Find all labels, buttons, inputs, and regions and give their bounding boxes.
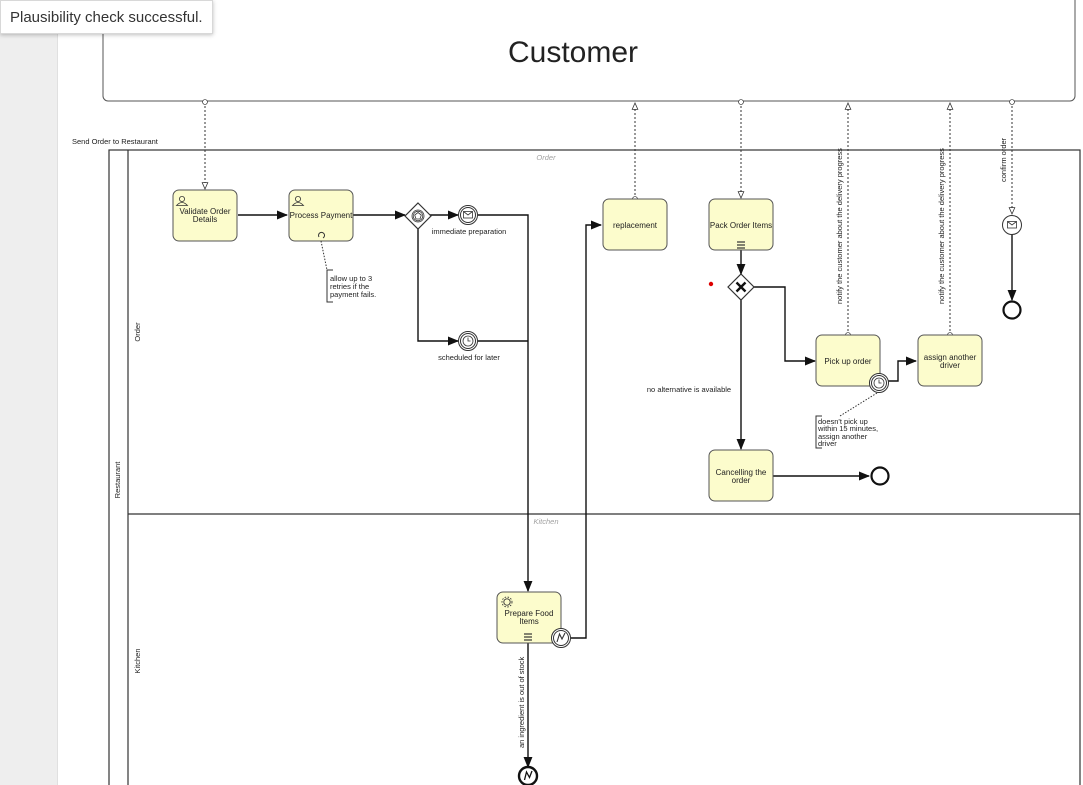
task-assign-another-driver[interactable] xyxy=(917,334,983,387)
lane-kitchen-watermark: Kitchen xyxy=(533,517,558,526)
lane-kitchen-label: Kitchen xyxy=(133,648,142,673)
no-alternative-label: no alternative is available xyxy=(647,385,731,394)
red-marker-dot xyxy=(708,281,714,287)
lane-order-label: Order xyxy=(133,322,142,342)
annotation-retries-2: retries if the xyxy=(330,282,369,291)
scheduled-for-later-label: scheduled for later xyxy=(438,353,500,362)
task-pick-up-order[interactable] xyxy=(815,334,881,387)
task-pack-order-items[interactable] xyxy=(708,198,774,251)
message-flow-label-notify-1: notify the customer about the delivery p… xyxy=(835,148,844,304)
task-validate-order[interactable] xyxy=(172,189,238,242)
task-payment-label: Process Payment xyxy=(290,211,353,220)
annotation-timeout-2: within 15 minutes, xyxy=(817,424,878,433)
boundary-timer-event[interactable] xyxy=(869,373,889,393)
task-validate-label-2: Details xyxy=(193,215,217,224)
customer-pool[interactable] xyxy=(102,0,1076,102)
message-flow-label-notify-2: notify the customer about the delivery p… xyxy=(937,148,946,304)
message-catch-event-confirm[interactable] xyxy=(1002,215,1022,235)
left-sidebar xyxy=(0,0,58,785)
annotation-retries-1: allow up to 3 xyxy=(330,274,372,283)
out-of-stock-label: an ingredient is out of stock xyxy=(517,656,526,748)
annotation-timeout-3: assign another xyxy=(818,432,868,441)
user-icon xyxy=(175,195,305,206)
plausibility-toast: Plausibility check successful. xyxy=(0,0,213,34)
annotation-timeout-4: driver xyxy=(818,439,837,448)
end-event-confirm[interactable] xyxy=(1002,300,1022,320)
multi-instance-marker-icon xyxy=(524,241,745,641)
boundary-error-event[interactable] xyxy=(551,628,571,648)
event-based-gateway[interactable] xyxy=(404,202,432,230)
task-pack-label: Pack Order Items xyxy=(710,221,772,230)
task-prepare-label-1: Prepare Food xyxy=(505,609,554,618)
restaurant-pool[interactable] xyxy=(108,149,1081,785)
task-prepare-food-items[interactable] xyxy=(496,591,562,644)
task-assign-label-1: assign another xyxy=(924,353,977,362)
task-cancel-label-1: Cancelling the xyxy=(716,468,767,477)
task-replacement[interactable] xyxy=(602,198,668,251)
task-assign-label-2: driver xyxy=(940,361,960,370)
task-replacement-label: replacement xyxy=(613,221,658,230)
gear-icon xyxy=(501,596,513,608)
task-cancelling-order[interactable] xyxy=(708,449,774,502)
message-catch-event[interactable] xyxy=(458,205,478,225)
restaurant-pool-label: Restaurant xyxy=(113,461,122,499)
message-flow-label-confirm: confirm order xyxy=(999,137,1008,182)
customer-pool-title: Customer xyxy=(508,36,638,69)
timer-catch-event[interactable] xyxy=(458,331,478,351)
immediate-preparation-label: immediate preparation xyxy=(432,227,507,236)
loop-marker-icon xyxy=(318,231,326,239)
error-end-event[interactable] xyxy=(517,765,539,785)
annotation-retries-3: payment fails. xyxy=(330,290,376,299)
end-event-cancel[interactable] xyxy=(870,466,890,486)
annotation-timeout-1: doesn't pick up xyxy=(818,417,868,426)
lane-order-watermark: Order xyxy=(536,153,556,162)
task-pickup-label: Pick up order xyxy=(824,357,871,366)
task-cancel-label-2: order xyxy=(732,476,751,485)
task-validate-label-1: Validate Order xyxy=(180,207,231,216)
task-prepare-label-2: Items xyxy=(519,617,539,626)
message-flow-label-send-order: Send Order to Restaurant xyxy=(72,137,159,146)
exclusive-gateway[interactable] xyxy=(727,273,755,301)
